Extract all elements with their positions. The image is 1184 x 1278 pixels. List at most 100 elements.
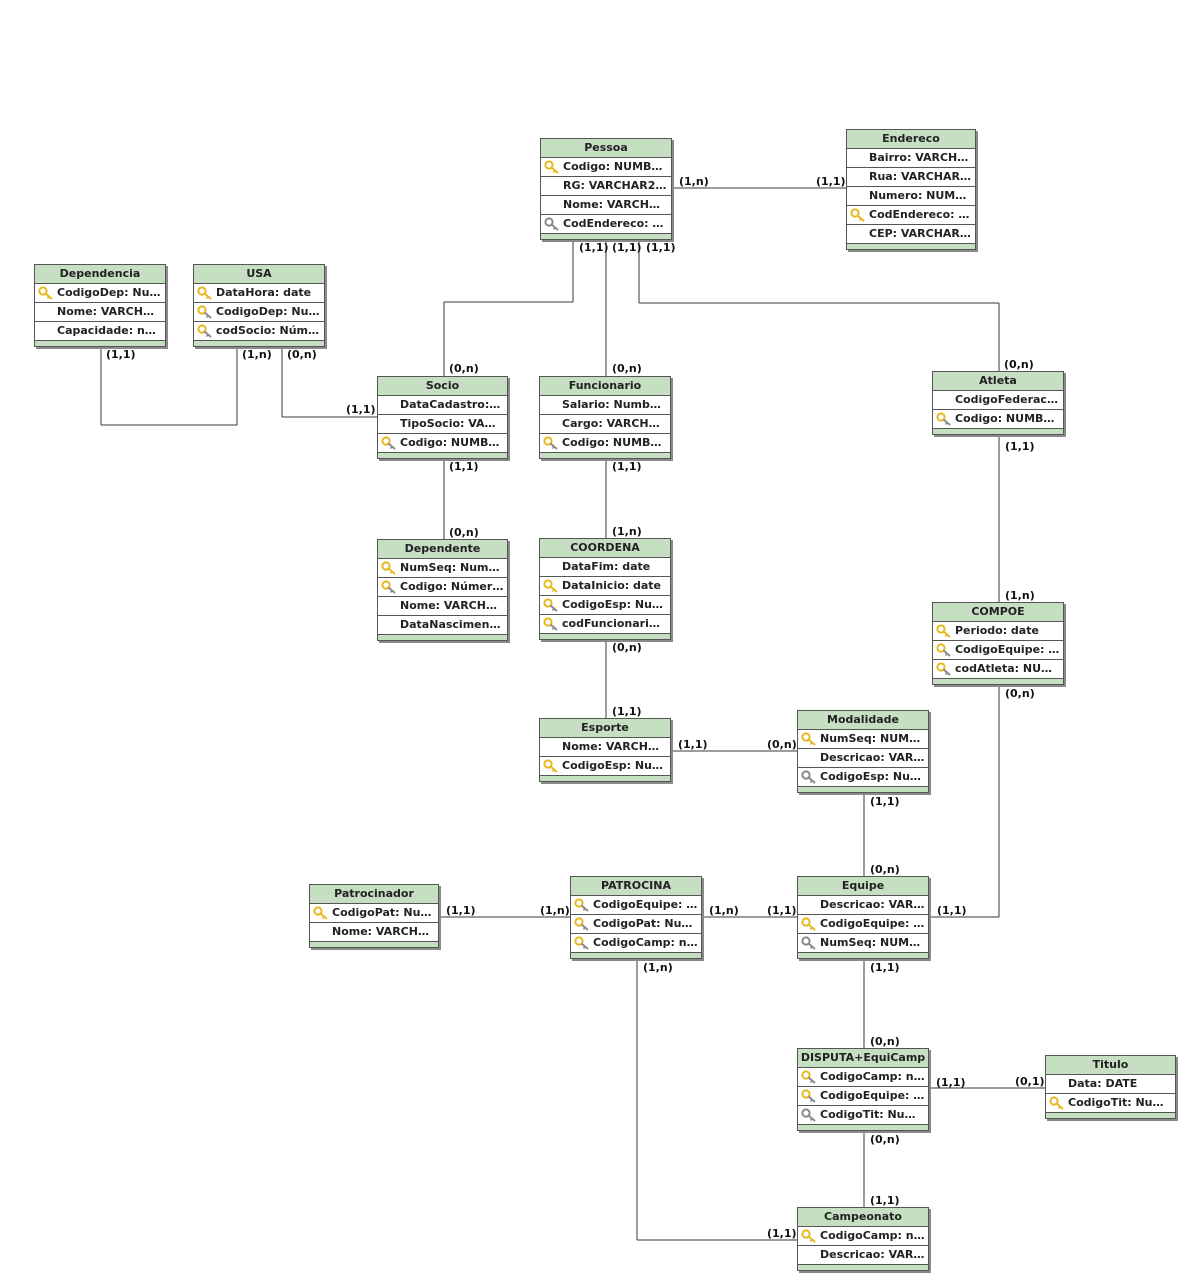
entity-field[interactable]: DataCadastro: ... [378, 396, 507, 415]
entity-field[interactable]: NumSeq: NUMBE... [798, 730, 928, 749]
entity-field[interactable]: Rua: VARCHAR2... [847, 168, 975, 187]
cardinality-label: (1,n) [242, 348, 272, 361]
entity-field[interactable]: DataInicio: date [540, 577, 670, 596]
entity-field[interactable]: Nome: VARCHAR2... [35, 303, 165, 322]
primary-key-icon [543, 759, 559, 773]
entity-field[interactable]: Salario: Number(... [540, 396, 670, 415]
cardinality-label: (1,1) [449, 460, 479, 473]
entity-field[interactable]: CodigoEsp: Numb... [540, 596, 670, 615]
foreign-key-icon [801, 1108, 817, 1122]
entity-field[interactable]: Codigo: Número(4) [378, 578, 507, 597]
entity-field[interactable]: CodigoEquipe: Nu... [933, 641, 1063, 660]
entity-field[interactable]: CodigoEquipe: Nu... [798, 915, 928, 934]
entity-field[interactable]: Nome: VARCHAR... [310, 923, 438, 942]
primary-key-icon [801, 732, 817, 746]
entity-field[interactable]: DataNascimento: ... [378, 616, 507, 635]
entity-field[interactable]: CodigoDep: Numb... [194, 303, 324, 322]
entity-field[interactable]: CodigoEsp: Numb... [798, 768, 928, 787]
field-label: Descricao: VARCH... [820, 1248, 928, 1261]
entity-field[interactable]: CEP: VARCHAR2(9) [847, 225, 975, 244]
entity-field[interactable]: CodigoCamp: nu... [798, 1068, 928, 1087]
entity-field[interactable]: CodigoDep: Numb... [35, 284, 165, 303]
entity-field[interactable]: CodigoPat: Numb... [571, 915, 701, 934]
entity-field[interactable]: CodigoPat: Numb... [310, 904, 438, 923]
entity-field[interactable]: Nome: VARCHAR2... [540, 738, 670, 757]
entity-footer [847, 244, 975, 249]
field-label: CodigoDep: Numb... [57, 286, 165, 299]
field-label: DataFim: date [562, 560, 651, 573]
entity-field[interactable]: Bairro: VARCHAR... [847, 149, 975, 168]
field-label: codFuncionario: N... [562, 617, 670, 630]
primary-key-icon [801, 1229, 817, 1243]
field-label: Data: DATE [1068, 1077, 1138, 1090]
cardinality-label: (1,n) [1005, 589, 1035, 602]
entity-field[interactable]: Nome: VARCHAR2... [378, 597, 507, 616]
entity-field[interactable]: CodigoTit: Numbe... [1046, 1094, 1175, 1113]
entity-footer [1046, 1113, 1175, 1118]
cardinality-label: (1,1) [870, 961, 900, 974]
entity-field[interactable]: CodigoTit: Numbe... [798, 1106, 928, 1125]
entity-field[interactable]: Periodo: date [933, 622, 1063, 641]
entity-field[interactable]: RG: VARCHAR2(15) [541, 177, 671, 196]
entity-field[interactable]: CodEndereco: Nu... [847, 206, 975, 225]
entity-field[interactable]: CodigoCamp: nu... [798, 1227, 928, 1246]
cardinality-label: (1,1) [767, 1227, 797, 1240]
entity-field[interactable]: Codigo: NUMBER(7) [540, 434, 670, 453]
entity-field[interactable]: Codigo: NUMBER(7) [933, 410, 1063, 429]
field-label: DataCadastro: ... [400, 398, 506, 411]
entity-field[interactable]: CodigoFederacao:... [933, 391, 1063, 410]
primary-foreign-key-icon [543, 436, 559, 450]
entity-field[interactable]: codFuncionario: N... [540, 615, 670, 634]
entity-field[interactable]: TipoSocio: VARCH... [378, 415, 507, 434]
entity-field[interactable]: Descricao: VARCH... [798, 1246, 928, 1265]
entity-field[interactable]: codAtleta: NUMBE... [933, 660, 1063, 679]
entity-field[interactable]: Capacidade: num... [35, 322, 165, 341]
entity-field[interactable]: Numero: NUMBE... [847, 187, 975, 206]
cardinality-label: (1,1) [579, 241, 609, 254]
entity-field[interactable]: CodigoEquipe: Nu... [798, 1087, 928, 1106]
entity-field[interactable]: codSocio: Númer... [194, 322, 324, 341]
entity-field[interactable]: Descricao: VARCH... [798, 896, 928, 915]
entity-field[interactable]: Nome: VARCHAR2... [541, 196, 671, 215]
entity-field[interactable]: Cargo: VARCHAR2... [540, 415, 670, 434]
primary-foreign-key-icon [197, 324, 213, 338]
entity-field[interactable]: Data: DATE [1046, 1075, 1175, 1094]
entity-field[interactable]: CodigoEsp: Numb... [540, 757, 670, 776]
entity-field[interactable]: CodigoEquipe: Nu... [571, 896, 701, 915]
field-label: CodigoFederacao:... [955, 393, 1063, 406]
primary-key-icon [544, 160, 560, 174]
entity-field[interactable]: Codigo: NUMBER(7) [378, 434, 507, 453]
entity-field[interactable]: CodEndereco: Nu... [541, 215, 671, 234]
entity-field[interactable]: Descricao: VARCH... [798, 749, 928, 768]
primary-foreign-key-icon [574, 917, 590, 931]
entity-field[interactable]: CodigoCamp: nu... [571, 934, 701, 953]
entity-field[interactable]: NumSeq: Numbe... [378, 559, 507, 578]
cardinality-label: (1,1) [870, 795, 900, 808]
entity-field[interactable]: NumSeq: NUMBE... [798, 934, 928, 953]
entity-field[interactable]: DataFim: date [540, 558, 670, 577]
entity-footer [571, 953, 701, 958]
cardinality-label: (1,n) [612, 525, 642, 538]
entity-field[interactable]: DataHora: date [194, 284, 324, 303]
primary-foreign-key-icon [381, 580, 397, 594]
entity-field[interactable]: Codigo: NUMBER(7) [541, 158, 671, 177]
foreign-key-icon [801, 936, 817, 950]
